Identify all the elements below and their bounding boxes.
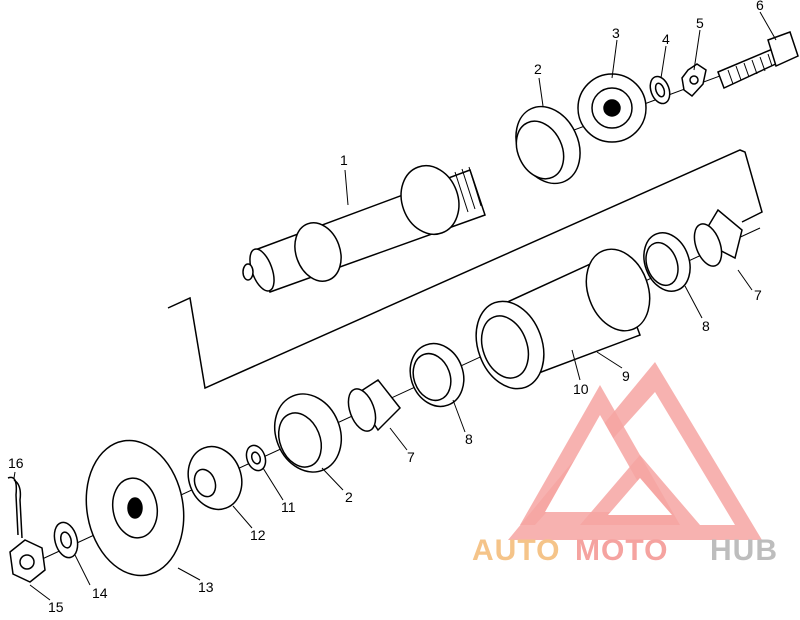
bearing-part-2-upper — [515, 105, 581, 185]
callout-numbers: 1 2 3 4 5 6 7 8 9 10 8 7 2 11 12 13 14 1… — [8, 0, 764, 615]
lock-washer-part-5 — [681, 63, 707, 98]
callout-2-upper: 2 — [534, 61, 542, 77]
nut-part-15 — [9, 539, 46, 583]
callout-8-lower: 8 — [465, 431, 473, 447]
washer-part-11 — [245, 444, 267, 472]
bearing-cone-part-7-lower — [347, 378, 402, 432]
callout-6: 6 — [756, 0, 764, 13]
callout-11: 11 — [281, 499, 296, 515]
washer-part-4 — [649, 75, 671, 105]
watermark-text: AUTO MOTO HUB — [472, 534, 778, 567]
cotter-pin-part-16 — [7, 476, 23, 539]
bearing-cup-part-8-upper — [643, 232, 691, 292]
assembly-bracket — [167, 149, 763, 390]
bearing-cup-part-8-lower — [409, 342, 465, 408]
callout-14: 14 — [92, 585, 108, 601]
callout-3: 3 — [612, 25, 620, 41]
callout-10: 10 — [573, 381, 589, 397]
callout-4: 4 — [662, 31, 670, 47]
watermark-hub: HUB — [710, 534, 778, 567]
washer-part-14 — [53, 521, 79, 559]
small-sprocket-part-3 — [577, 73, 647, 143]
callout-9: 9 — [622, 368, 630, 384]
callout-2-lower: 2 — [345, 489, 353, 505]
watermark-moto: MOTO — [575, 534, 668, 567]
callout-5: 5 — [696, 15, 704, 31]
callout-12: 12 — [250, 527, 266, 543]
callout-7-lower: 7 — [407, 449, 415, 465]
callout-16: 16 — [8, 455, 24, 471]
callout-15: 15 — [48, 599, 64, 615]
large-sprocket-part-13 — [85, 439, 185, 577]
bearing-part-2-lower — [274, 393, 342, 473]
bearing-cone-part-7-upper — [693, 208, 743, 267]
watermark-logo — [508, 362, 762, 540]
watermark-auto: AUTO — [472, 534, 560, 567]
housing-part-9 — [475, 248, 651, 390]
leader-lines — [13, 11, 777, 601]
callout-7-upper: 7 — [754, 287, 762, 303]
shaft-part-1 — [242, 164, 486, 293]
callout-8-upper: 8 — [702, 318, 710, 334]
callout-1: 1 — [340, 152, 348, 168]
spacer-part-12 — [187, 445, 243, 511]
callout-13: 13 — [198, 579, 214, 595]
bolt-part-6 — [717, 31, 799, 90]
